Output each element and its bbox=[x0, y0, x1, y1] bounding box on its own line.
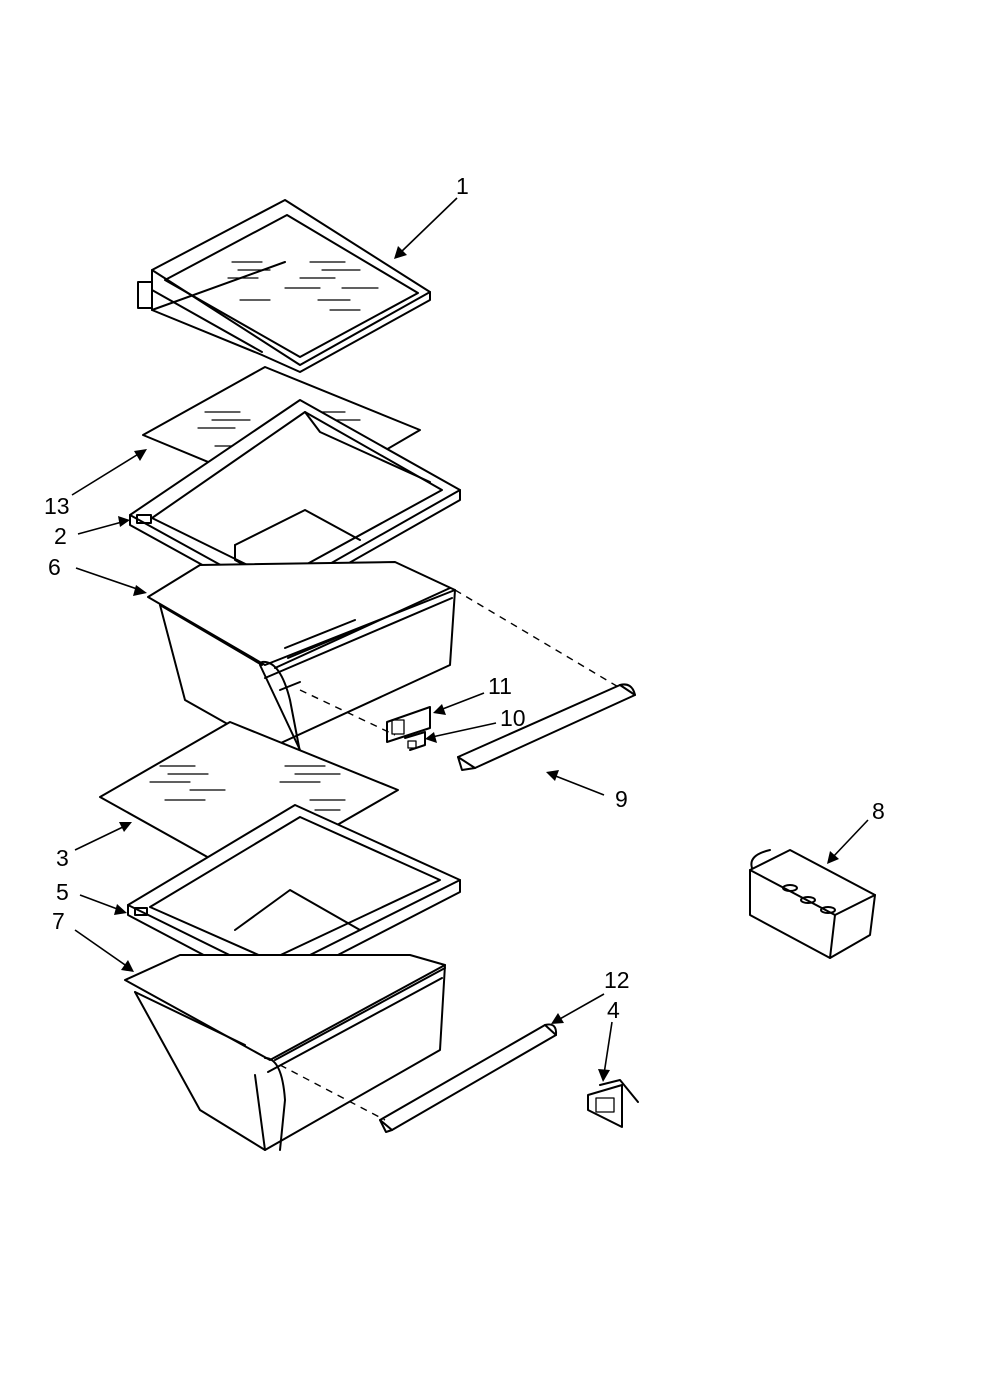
part-1-shelf bbox=[137, 199, 431, 373]
assembly-dashed-lines bbox=[279, 589, 621, 1121]
part-3-glass-panel bbox=[99, 721, 399, 879]
part-7-lower-drawer bbox=[124, 954, 446, 1151]
callout-3: 3 bbox=[56, 845, 69, 871]
part-6-upper-drawer bbox=[147, 561, 456, 753]
callout-2: 2 bbox=[54, 523, 67, 549]
part-12-rail bbox=[379, 1023, 558, 1133]
part-5-crisper-frame bbox=[127, 804, 461, 991]
callout-13: 13 bbox=[44, 493, 70, 519]
part-10-clip bbox=[404, 731, 426, 751]
callout-5: 5 bbox=[56, 879, 69, 905]
callout-12: 12 bbox=[604, 967, 630, 993]
callout-9: 9 bbox=[615, 786, 628, 812]
callout-6: 6 bbox=[48, 554, 61, 580]
callout-8: 8 bbox=[872, 798, 885, 824]
callout-4: 4 bbox=[607, 997, 620, 1023]
callout-labels: 1 2 3 4 5 6 7 8 9 10 11 12 13 bbox=[44, 173, 885, 1023]
part-8-door-bin bbox=[749, 849, 876, 959]
callout-7: 7 bbox=[52, 908, 65, 934]
callout-1: 1 bbox=[456, 173, 469, 199]
part-4-clip bbox=[587, 1079, 639, 1128]
callout-11: 11 bbox=[488, 673, 512, 699]
part-11-clip bbox=[386, 706, 431, 743]
part-9-rail bbox=[457, 683, 636, 771]
callout-10: 10 bbox=[500, 705, 526, 731]
leader-lines bbox=[71, 197, 869, 1082]
